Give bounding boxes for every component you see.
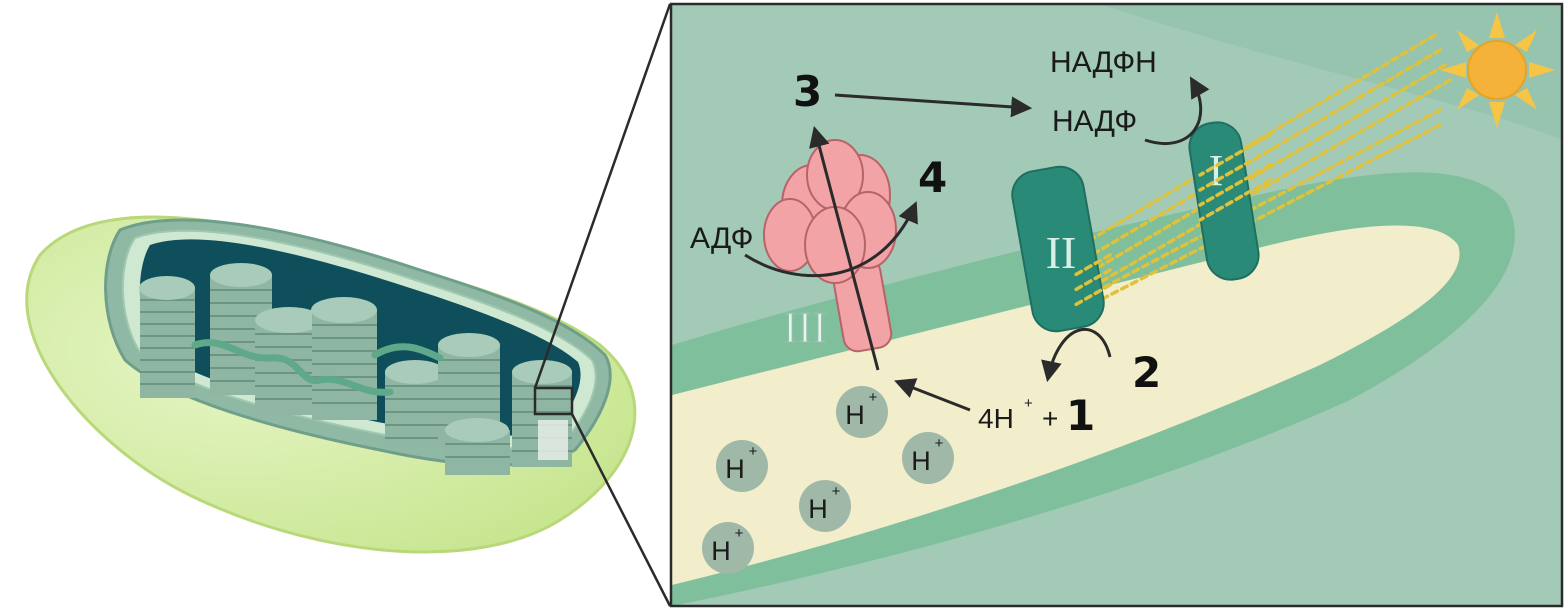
proton-circle: H +: [716, 440, 768, 492]
proton-label: H: [808, 494, 828, 524]
zoom-connector-top: [533, 3, 672, 389]
grana-stack: [445, 418, 510, 475]
grana-stack: [255, 307, 323, 415]
photosystem-1: I: [1188, 121, 1260, 281]
proton-charge: +: [935, 435, 944, 452]
atp-synthase-label: III: [783, 303, 827, 352]
plus-sign: +: [1042, 403, 1058, 434]
arrow-water-splitting: [1041, 327, 1112, 383]
grana-stack: [139, 276, 195, 398]
arrow-3-to-nadp: [834, 93, 1033, 118]
grana-stack: [311, 297, 377, 420]
nadp-label: НАДФ: [1052, 105, 1137, 138]
proton-charge: +: [735, 525, 744, 542]
proton-circle: H +: [702, 522, 754, 574]
proton-circle: H +: [836, 386, 888, 438]
magnified-panel-frame: [669, 2, 1564, 608]
light-beams-foreground: [1073, 133, 1272, 307]
adp-label: АДФ: [690, 222, 753, 255]
stroma-dark-band: [1100, 4, 1562, 140]
proton-charge: +: [749, 443, 758, 460]
chloroplast-illustration: [25, 215, 637, 554]
proton-charge: +: [869, 389, 878, 406]
step-1-number: 1: [1066, 391, 1095, 440]
zoom-region-box: [533, 386, 574, 416]
four-h-plus-label: 4H: [978, 403, 1014, 434]
proton-charge: +: [832, 483, 841, 500]
photosystem-2: II: [1011, 165, 1105, 333]
proton-label: H: [845, 400, 865, 430]
step-4-number: 4: [918, 153, 947, 202]
thylakoid-lumen: [672, 225, 1460, 585]
step-2-number: 2: [1132, 348, 1161, 397]
photosystem-2-label: II: [1046, 227, 1077, 278]
proton-label: H: [711, 536, 731, 566]
water-splitting-label: 4H + +: [978, 395, 1058, 434]
stroma-lamella: [191, 339, 394, 396]
proton-label: H: [725, 454, 745, 484]
four-h-plus-charge: +: [1024, 395, 1033, 412]
grana-stack: [385, 360, 445, 447]
zoom-connector-bottom: [570, 413, 672, 607]
atp-synthase: III: [763, 139, 897, 353]
arrow-adp-to-atp: [744, 201, 918, 278]
light-beams: [1073, 33, 1452, 315]
magnified-thylakoid-panel: I II III: [669, 2, 1564, 608]
arrow-proton-flow: [809, 125, 880, 371]
proton-label: H: [911, 446, 931, 476]
arrow-1-to-h-plus: [894, 378, 971, 412]
proton-circle: H +: [799, 480, 851, 532]
stroma-lamella: [371, 343, 444, 362]
arrow-nadp-to-nadph: [1144, 76, 1210, 146]
step-3-number: 3: [793, 67, 822, 116]
nadph-label: НАДФН: [1050, 46, 1157, 79]
sun-icon: [1440, 12, 1555, 128]
proton-circle: H +: [902, 432, 954, 484]
